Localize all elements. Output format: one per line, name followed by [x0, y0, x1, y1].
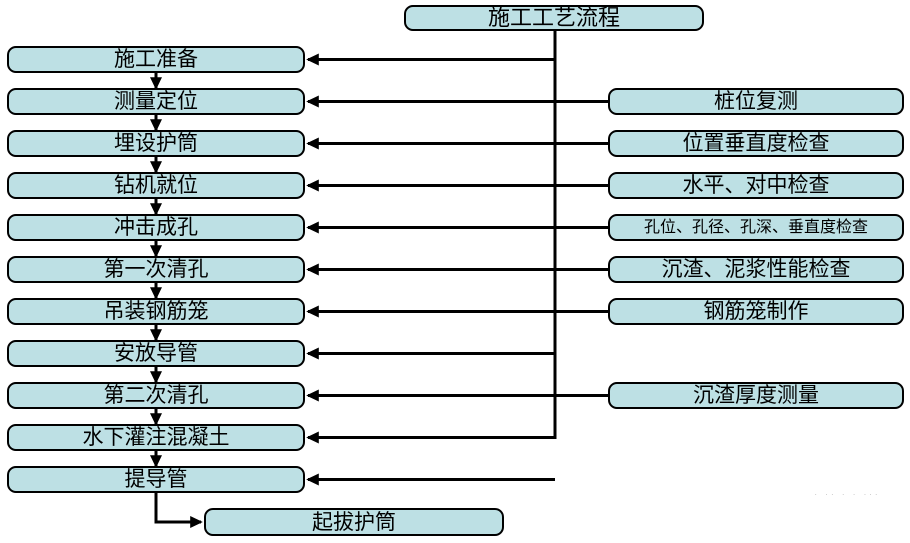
check-label: 钢筋笼制作 — [703, 300, 809, 323]
step-box: 水下灌注混凝土 — [7, 424, 305, 451]
step-box: 提导管 — [7, 466, 305, 493]
step-box: 施工准备 — [7, 46, 305, 73]
check-label: 水平、对中检查 — [682, 174, 830, 197]
step-box: 安放导管 — [7, 340, 305, 367]
step-label: 施工准备 — [114, 48, 198, 71]
check-box: 沉渣厚度测量 — [608, 382, 904, 409]
step-box: 吊装钢筋笼 — [7, 298, 305, 325]
check-box: 位置垂直度检查 — [608, 130, 904, 157]
step-label: 钻机就位 — [114, 174, 198, 197]
final-step-label: 起拔护筒 — [312, 510, 396, 534]
step-box: 冲击成孔 — [7, 214, 305, 241]
step-label: 测量定位 — [114, 90, 198, 113]
check-label: 桩位复测 — [714, 90, 798, 113]
process-title-box: 施工工艺流程 — [404, 5, 704, 31]
step-label: 水下灌注混凝土 — [82, 426, 230, 449]
check-label: 沉渣厚度测量 — [693, 384, 819, 407]
step-box: 第二次清孔 — [7, 382, 305, 409]
process-title: 施工工艺流程 — [487, 5, 620, 30]
check-box: 钢筋笼制作 — [608, 298, 904, 325]
final-elbow-arrow — [154, 493, 203, 528]
check-box: 孔位、孔径、孔深、垂直度检查 — [608, 214, 904, 241]
check-box: 水平、对中检查 — [608, 172, 904, 199]
step-box: 测量定位 — [7, 88, 305, 115]
step-label: 第一次清孔 — [103, 258, 209, 281]
check-box: 桩位复测 — [608, 88, 904, 115]
check-label: 位置垂直度检查 — [682, 132, 830, 155]
step-label: 吊装钢筋笼 — [103, 300, 209, 323]
step-label: 安放导管 — [114, 342, 198, 365]
step-label: 提导管 — [124, 468, 188, 491]
check-box: 沉渣、泥浆性能检查 — [608, 256, 904, 283]
step-label: 冲击成孔 — [114, 216, 198, 239]
step-box: 钻机就位 — [7, 172, 305, 199]
step-box: 埋设护筒 — [7, 130, 305, 157]
final-step-box: 起拔护筒 — [204, 508, 504, 536]
check-label: 沉渣、泥浆性能检查 — [661, 258, 851, 281]
check-label: 孔位、孔径、孔深、垂直度检查 — [643, 218, 868, 236]
watermark: · ·· · · ··· — [814, 490, 881, 499]
step-label: 第二次清孔 — [103, 384, 209, 407]
step-box: 第一次清孔 — [7, 256, 305, 283]
trunk-line — [306, 31, 557, 444]
step-label: 埋设护筒 — [114, 132, 198, 155]
